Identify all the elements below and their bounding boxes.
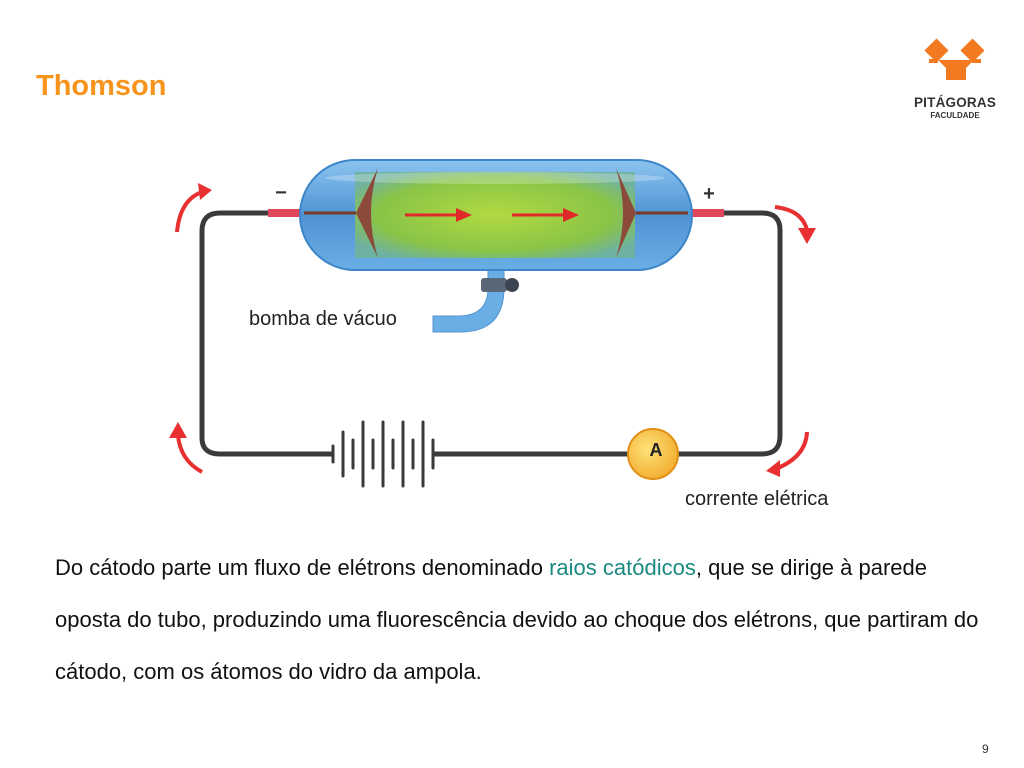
ammeter-label: A bbox=[649, 440, 663, 460]
cathode-ray-tube-diagram: − + bomba de vácuo A corrente elétrica bbox=[150, 150, 880, 530]
battery-icon bbox=[331, 420, 435, 488]
pitagoras-logo-icon bbox=[924, 38, 985, 80]
pump-valve-knob bbox=[505, 278, 519, 292]
anode-plus-sign: + bbox=[703, 183, 715, 205]
body-text-before: Do cátodo parte um fluxo de elétrons den… bbox=[55, 555, 550, 580]
pump-pipe bbox=[432, 261, 505, 333]
current-arrow-bottom-right bbox=[766, 431, 809, 477]
current-arrow-top-right bbox=[774, 205, 816, 244]
vacuum-pump-label: bomba de vácuo bbox=[249, 308, 397, 330]
current-arrow-bottom-left bbox=[169, 422, 204, 474]
page-number: 9 bbox=[982, 742, 989, 756]
pitagoras-logo: PITÁGORAS FACULDADE bbox=[912, 38, 998, 128]
logo-subtitle: FACULDADE bbox=[930, 111, 980, 120]
anode-electrode bbox=[616, 168, 636, 258]
ammeter-icon bbox=[627, 428, 679, 480]
cathode-lead bbox=[268, 209, 304, 217]
body-paragraph: Do cátodo parte um fluxo de elétrons den… bbox=[55, 542, 985, 698]
wire-left bbox=[199, 210, 333, 457]
circuit-illustration bbox=[169, 159, 816, 488]
cathode-ray-arrows bbox=[405, 208, 579, 222]
cathode-minus-sign: − bbox=[275, 182, 287, 204]
cathode-electrode bbox=[356, 168, 378, 258]
electric-current-label: corrente elétrica bbox=[685, 488, 829, 510]
slide-title: Thomson bbox=[36, 70, 167, 102]
cathode-rays-term: raios catódicos bbox=[549, 555, 696, 580]
pump-valve bbox=[481, 278, 507, 292]
logo-name: PITÁGORAS bbox=[913, 95, 997, 110]
anode-lead bbox=[688, 209, 724, 217]
wire-right bbox=[678, 210, 783, 457]
body-text-after: , que se dirige à parede oposta do tubo,… bbox=[55, 555, 979, 684]
fluorescence-glow bbox=[355, 172, 635, 258]
current-arrow-top-left bbox=[175, 183, 212, 233]
